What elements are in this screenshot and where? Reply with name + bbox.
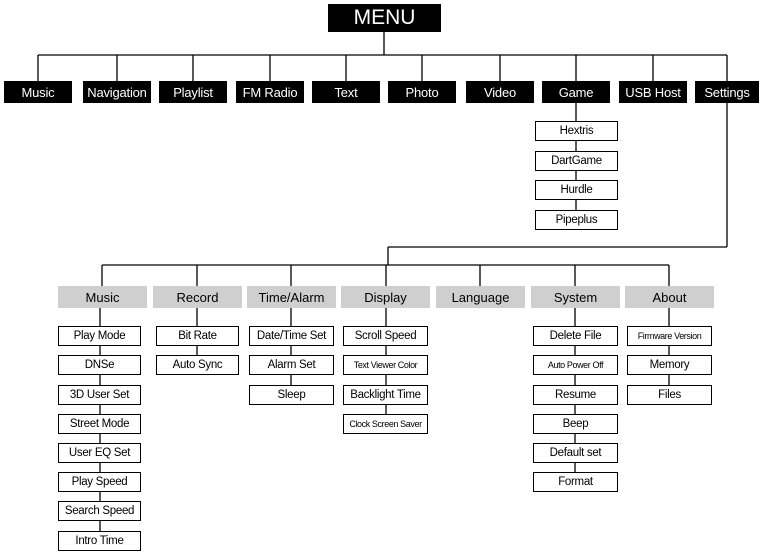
display-item-clock-screen-saver[interactable]: Clock Screen Saver bbox=[343, 414, 428, 434]
top-item-fm-radio[interactable]: FM Radio bbox=[236, 81, 304, 103]
settings-cat-record[interactable]: Record bbox=[153, 286, 242, 308]
top-item-usb-host[interactable]: USB Host bbox=[619, 81, 687, 103]
top-item-navigation[interactable]: Navigation bbox=[83, 81, 151, 103]
settings-cat-time-alarm[interactable]: Time/Alarm bbox=[247, 286, 336, 308]
about-item-firmware-version[interactable]: Firmware Version bbox=[627, 326, 712, 346]
system-item-default-set[interactable]: Default set bbox=[533, 443, 618, 463]
music-item-play-speed[interactable]: Play Speed bbox=[58, 472, 141, 492]
settings-cat-language[interactable]: Language bbox=[436, 286, 525, 308]
system-item-format[interactable]: Format bbox=[533, 472, 618, 492]
top-item-photo[interactable]: Photo bbox=[388, 81, 456, 103]
music-item-street-mode[interactable]: Street Mode bbox=[58, 414, 141, 434]
top-item-settings[interactable]: Settings bbox=[695, 81, 759, 103]
system-item-resume[interactable]: Resume bbox=[533, 385, 618, 405]
record-item-bit-rate[interactable]: Bit Rate bbox=[156, 326, 239, 346]
music-item-user-eq-set[interactable]: User EQ Set bbox=[58, 443, 141, 463]
game-item-hurdle[interactable]: Hurdle bbox=[535, 180, 618, 200]
settings-cat-display[interactable]: Display bbox=[341, 286, 430, 308]
display-item-scroll-speed[interactable]: Scroll Speed bbox=[343, 326, 428, 346]
display-item-backlight-time[interactable]: Backlight Time bbox=[343, 385, 428, 405]
music-item-intro-time[interactable]: Intro Time bbox=[58, 531, 141, 551]
game-item-pipeplus[interactable]: Pipeplus bbox=[535, 210, 618, 230]
music-item-dnse[interactable]: DNSe bbox=[58, 355, 141, 375]
settings-cat-about[interactable]: About bbox=[625, 286, 714, 308]
top-item-music[interactable]: Music bbox=[4, 81, 72, 103]
top-item-game[interactable]: Game bbox=[542, 81, 610, 103]
time-item-date-time-set[interactable]: Date/Time Set bbox=[249, 326, 334, 346]
system-item-auto-power-off[interactable]: Auto Power Off bbox=[533, 355, 618, 375]
game-item-dartgame[interactable]: DartGame bbox=[535, 151, 618, 171]
music-item-search-speed[interactable]: Search Speed bbox=[58, 501, 141, 521]
system-item-beep[interactable]: Beep bbox=[533, 414, 618, 434]
time-item-alarm-set[interactable]: Alarm Set bbox=[249, 355, 334, 375]
display-item-text-viewer-color[interactable]: Text Viewer Color bbox=[343, 355, 428, 375]
menu-root[interactable]: MENU bbox=[328, 4, 441, 32]
top-item-text[interactable]: Text bbox=[312, 81, 380, 103]
music-item-3d-user-set[interactable]: 3D User Set bbox=[58, 385, 141, 405]
settings-cat-system[interactable]: System bbox=[531, 286, 620, 308]
record-item-auto-sync[interactable]: Auto Sync bbox=[156, 355, 239, 375]
music-item-play-mode[interactable]: Play Mode bbox=[58, 326, 141, 346]
top-item-playlist[interactable]: Playlist bbox=[159, 81, 227, 103]
about-item-files[interactable]: Files bbox=[627, 385, 712, 405]
top-item-video[interactable]: Video bbox=[466, 81, 534, 103]
system-item-delete-file[interactable]: Delete File bbox=[533, 326, 618, 346]
about-item-memory[interactable]: Memory bbox=[627, 355, 712, 375]
game-item-hextris[interactable]: Hextris bbox=[535, 121, 618, 141]
settings-cat-music[interactable]: Music bbox=[58, 286, 147, 308]
time-item-sleep[interactable]: Sleep bbox=[249, 385, 334, 405]
